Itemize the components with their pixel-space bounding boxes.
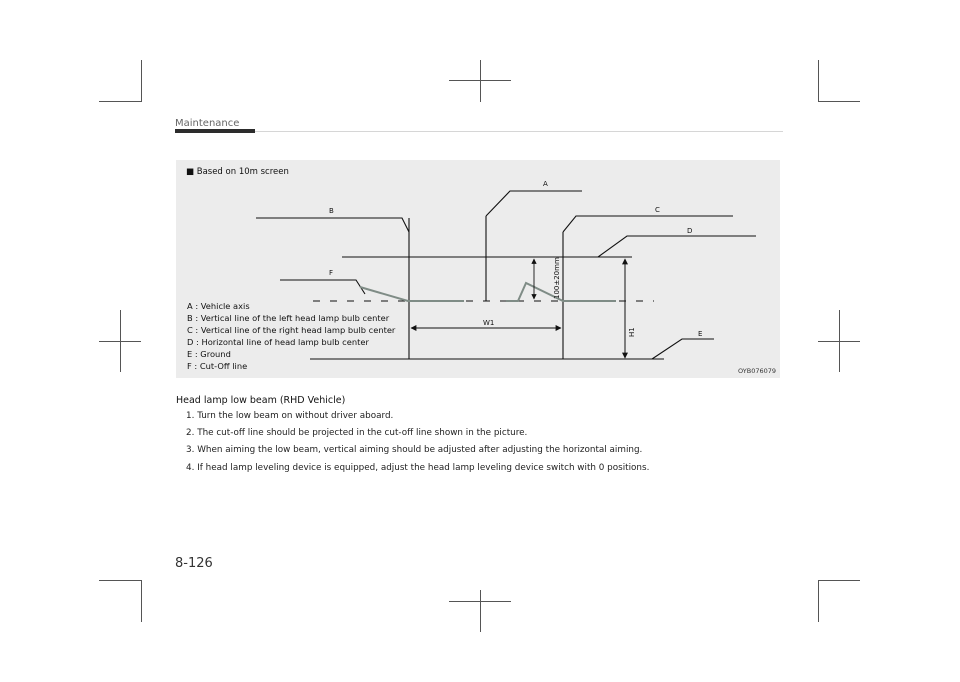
crop-mark — [99, 580, 141, 581]
legend-item: E : Ground — [187, 349, 231, 359]
label-w1: W1 — [483, 319, 494, 327]
instruction-step: 4. If head lamp leveling device is equip… — [186, 462, 650, 473]
crop-mark — [99, 101, 141, 102]
crop-mark — [141, 580, 142, 622]
crop-mark — [818, 580, 819, 622]
label-offset: 100±20mm — [553, 257, 561, 299]
figure-code: OYB076079 — [738, 367, 777, 375]
left-cutoff-line — [359, 286, 464, 302]
crop-mark — [818, 60, 819, 102]
cutoff-leader — [280, 279, 366, 295]
figure-legend: A : Vehicle axis B : Vertical line of th… — [187, 300, 395, 372]
crop-mark — [480, 60, 481, 102]
section-title: Head lamp low beam (RHD Vehicle) — [176, 395, 346, 406]
right-cutoff-line — [506, 281, 616, 302]
instruction-step: 3. When aiming the low beam, vertical ai… — [186, 445, 643, 456]
legend-item: A : Vehicle axis — [187, 301, 250, 311]
label-f: F — [329, 269, 333, 277]
legend-item: D : Horizontal line of head lamp bulb ce… — [187, 337, 369, 347]
legend-item: F : Cut-Off line — [187, 361, 248, 371]
crop-mark — [818, 101, 860, 102]
crop-mark — [449, 80, 511, 81]
header-bar — [175, 129, 255, 133]
vehicle-axis-line — [485, 190, 582, 217]
crop-mark — [99, 341, 141, 342]
legend-item: C : Vertical line of the right head lamp… — [187, 325, 396, 335]
label-e: E — [698, 330, 702, 338]
label-h1: H1 — [628, 327, 636, 337]
bulb-center-leader — [597, 235, 756, 258]
header-rule — [255, 131, 783, 132]
screen-distance-note: ■ Based on 10m screen — [186, 167, 289, 177]
ground-leader — [651, 338, 714, 360]
headlamp-aiming-figure: A B C D E F W1 H1 100±20mm — [176, 160, 780, 378]
instruction-step: 2. The cut-off line should be projected … — [186, 428, 528, 439]
crop-mark — [818, 341, 860, 342]
crop-mark — [480, 590, 481, 632]
crop-mark — [449, 601, 511, 602]
instruction-list: 1. Turn the low beam on without driver a… — [186, 408, 649, 477]
section-header: Maintenance — [175, 118, 240, 129]
crop-mark — [818, 580, 860, 581]
right-bulb-vertical-line — [562, 215, 733, 233]
legend-item: B : Vertical line of the left head lamp … — [187, 313, 390, 323]
label-b: B — [329, 207, 334, 215]
instruction-step: 1. Turn the low beam on without driver a… — [186, 411, 394, 421]
crop-mark — [141, 60, 142, 102]
page-number: 8-126 — [175, 556, 213, 571]
label-d: D — [687, 227, 692, 235]
label-a: A — [543, 180, 548, 188]
left-bulb-vertical-line — [256, 217, 410, 233]
aiming-diagram: A B C D E F W1 H1 100±20mm — [256, 180, 756, 360]
label-c: C — [655, 206, 660, 214]
